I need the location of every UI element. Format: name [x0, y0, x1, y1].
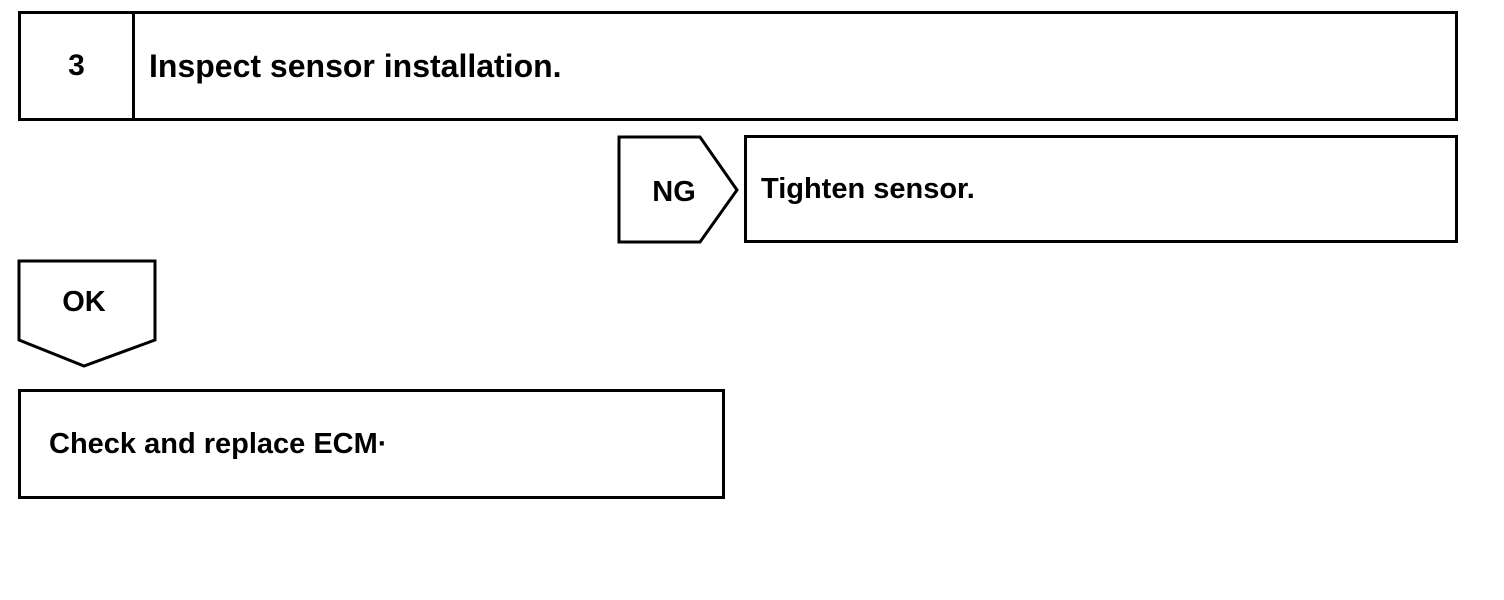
ok-action-text: Check and replace ECM·	[49, 427, 388, 460]
ng-action-box: Tighten sensor.	[744, 135, 1458, 243]
step-title: Inspect sensor installation.	[149, 47, 562, 84]
step-number: 3	[21, 14, 135, 118]
ng-label: NG	[652, 176, 696, 208]
ok-arrow-outline	[17, 259, 157, 368]
ng-action-text: Tighten sensor.	[761, 172, 975, 205]
ok-action-box: Check and replace ECM·	[18, 389, 725, 499]
ok-label: OK	[62, 286, 106, 318]
ng-arrow-outline	[617, 135, 739, 244]
step-box: 3 Inspect sensor installation.	[18, 11, 1458, 121]
